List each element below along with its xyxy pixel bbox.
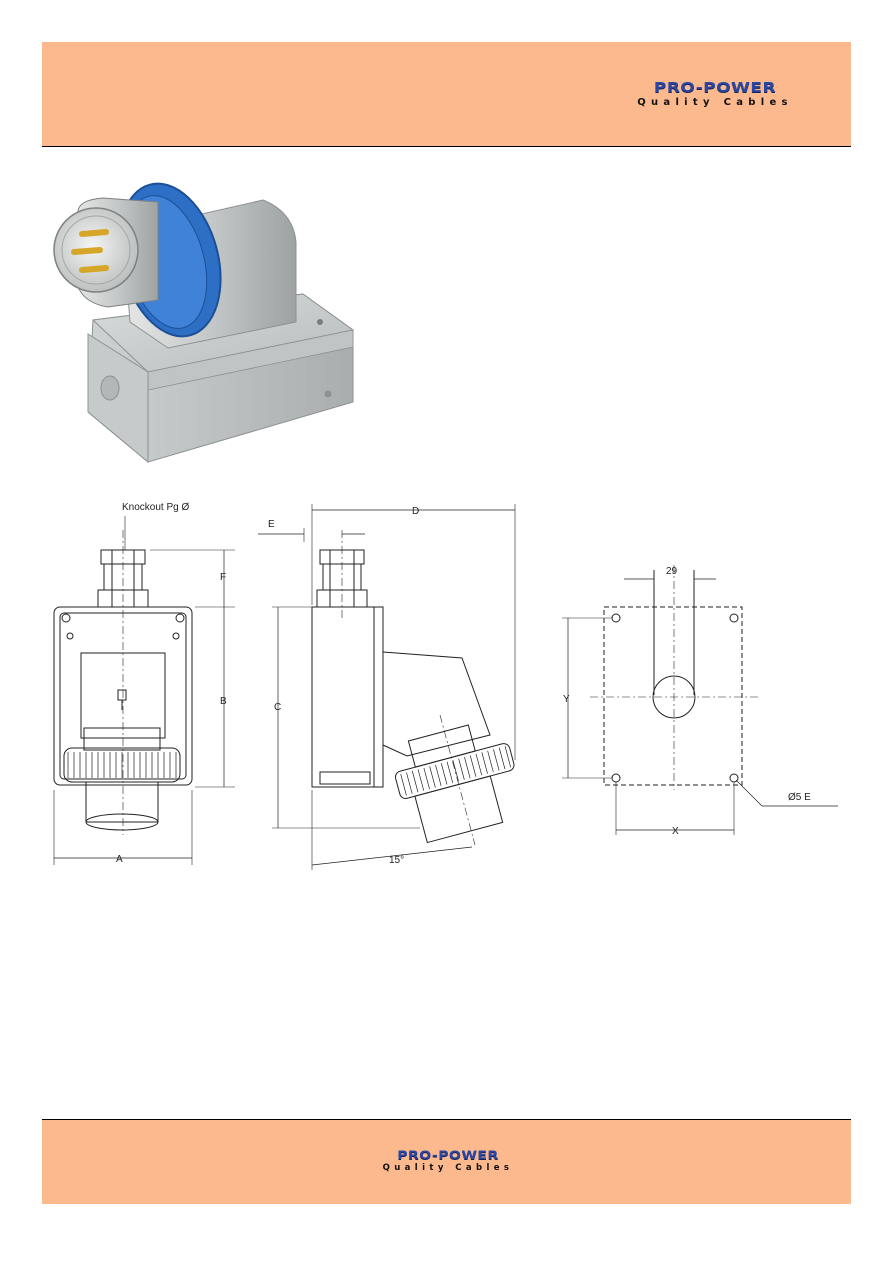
dim-f-label: F — [220, 572, 226, 583]
logo-brand: PRO-POWER — [653, 80, 777, 96]
dim-c-label: C — [274, 702, 281, 713]
footer-band: PRO-POWER Quality Cables — [42, 1119, 851, 1204]
header-band: PRO-POWER Quality Cables — [42, 42, 851, 147]
angle-label: 15° — [389, 855, 404, 866]
product-photo — [53, 182, 355, 464]
side-view — [258, 504, 516, 870]
dim-y-label: Y — [563, 694, 570, 705]
knockout-label: Knockout Pg Ø — [122, 502, 189, 513]
logo-brand: PRO-POWER — [397, 1149, 499, 1163]
logo-tagline: Quality Cables — [637, 97, 793, 108]
dim-b-label: B — [220, 696, 227, 707]
technical-drawing: Knockout Pg Ø A B F C D E 15° 29 Y X Ø5 … — [53, 502, 838, 870]
logo-tagline: Quality Cables — [382, 1163, 514, 1173]
header-logo: PRO-POWER Quality Cables — [615, 78, 815, 108]
dim-a-label: A — [116, 854, 123, 865]
dim-x-label: X — [672, 826, 679, 837]
dim-29-label: 29 — [666, 566, 678, 577]
hole-label: Ø5 E — [788, 792, 811, 803]
dim-d-label: D — [412, 506, 419, 517]
dim-e-label: E — [268, 519, 275, 530]
footer-logo: PRO-POWER Quality Cables — [368, 1148, 528, 1173]
front-view — [53, 516, 235, 865]
mounting-view — [562, 565, 838, 835]
